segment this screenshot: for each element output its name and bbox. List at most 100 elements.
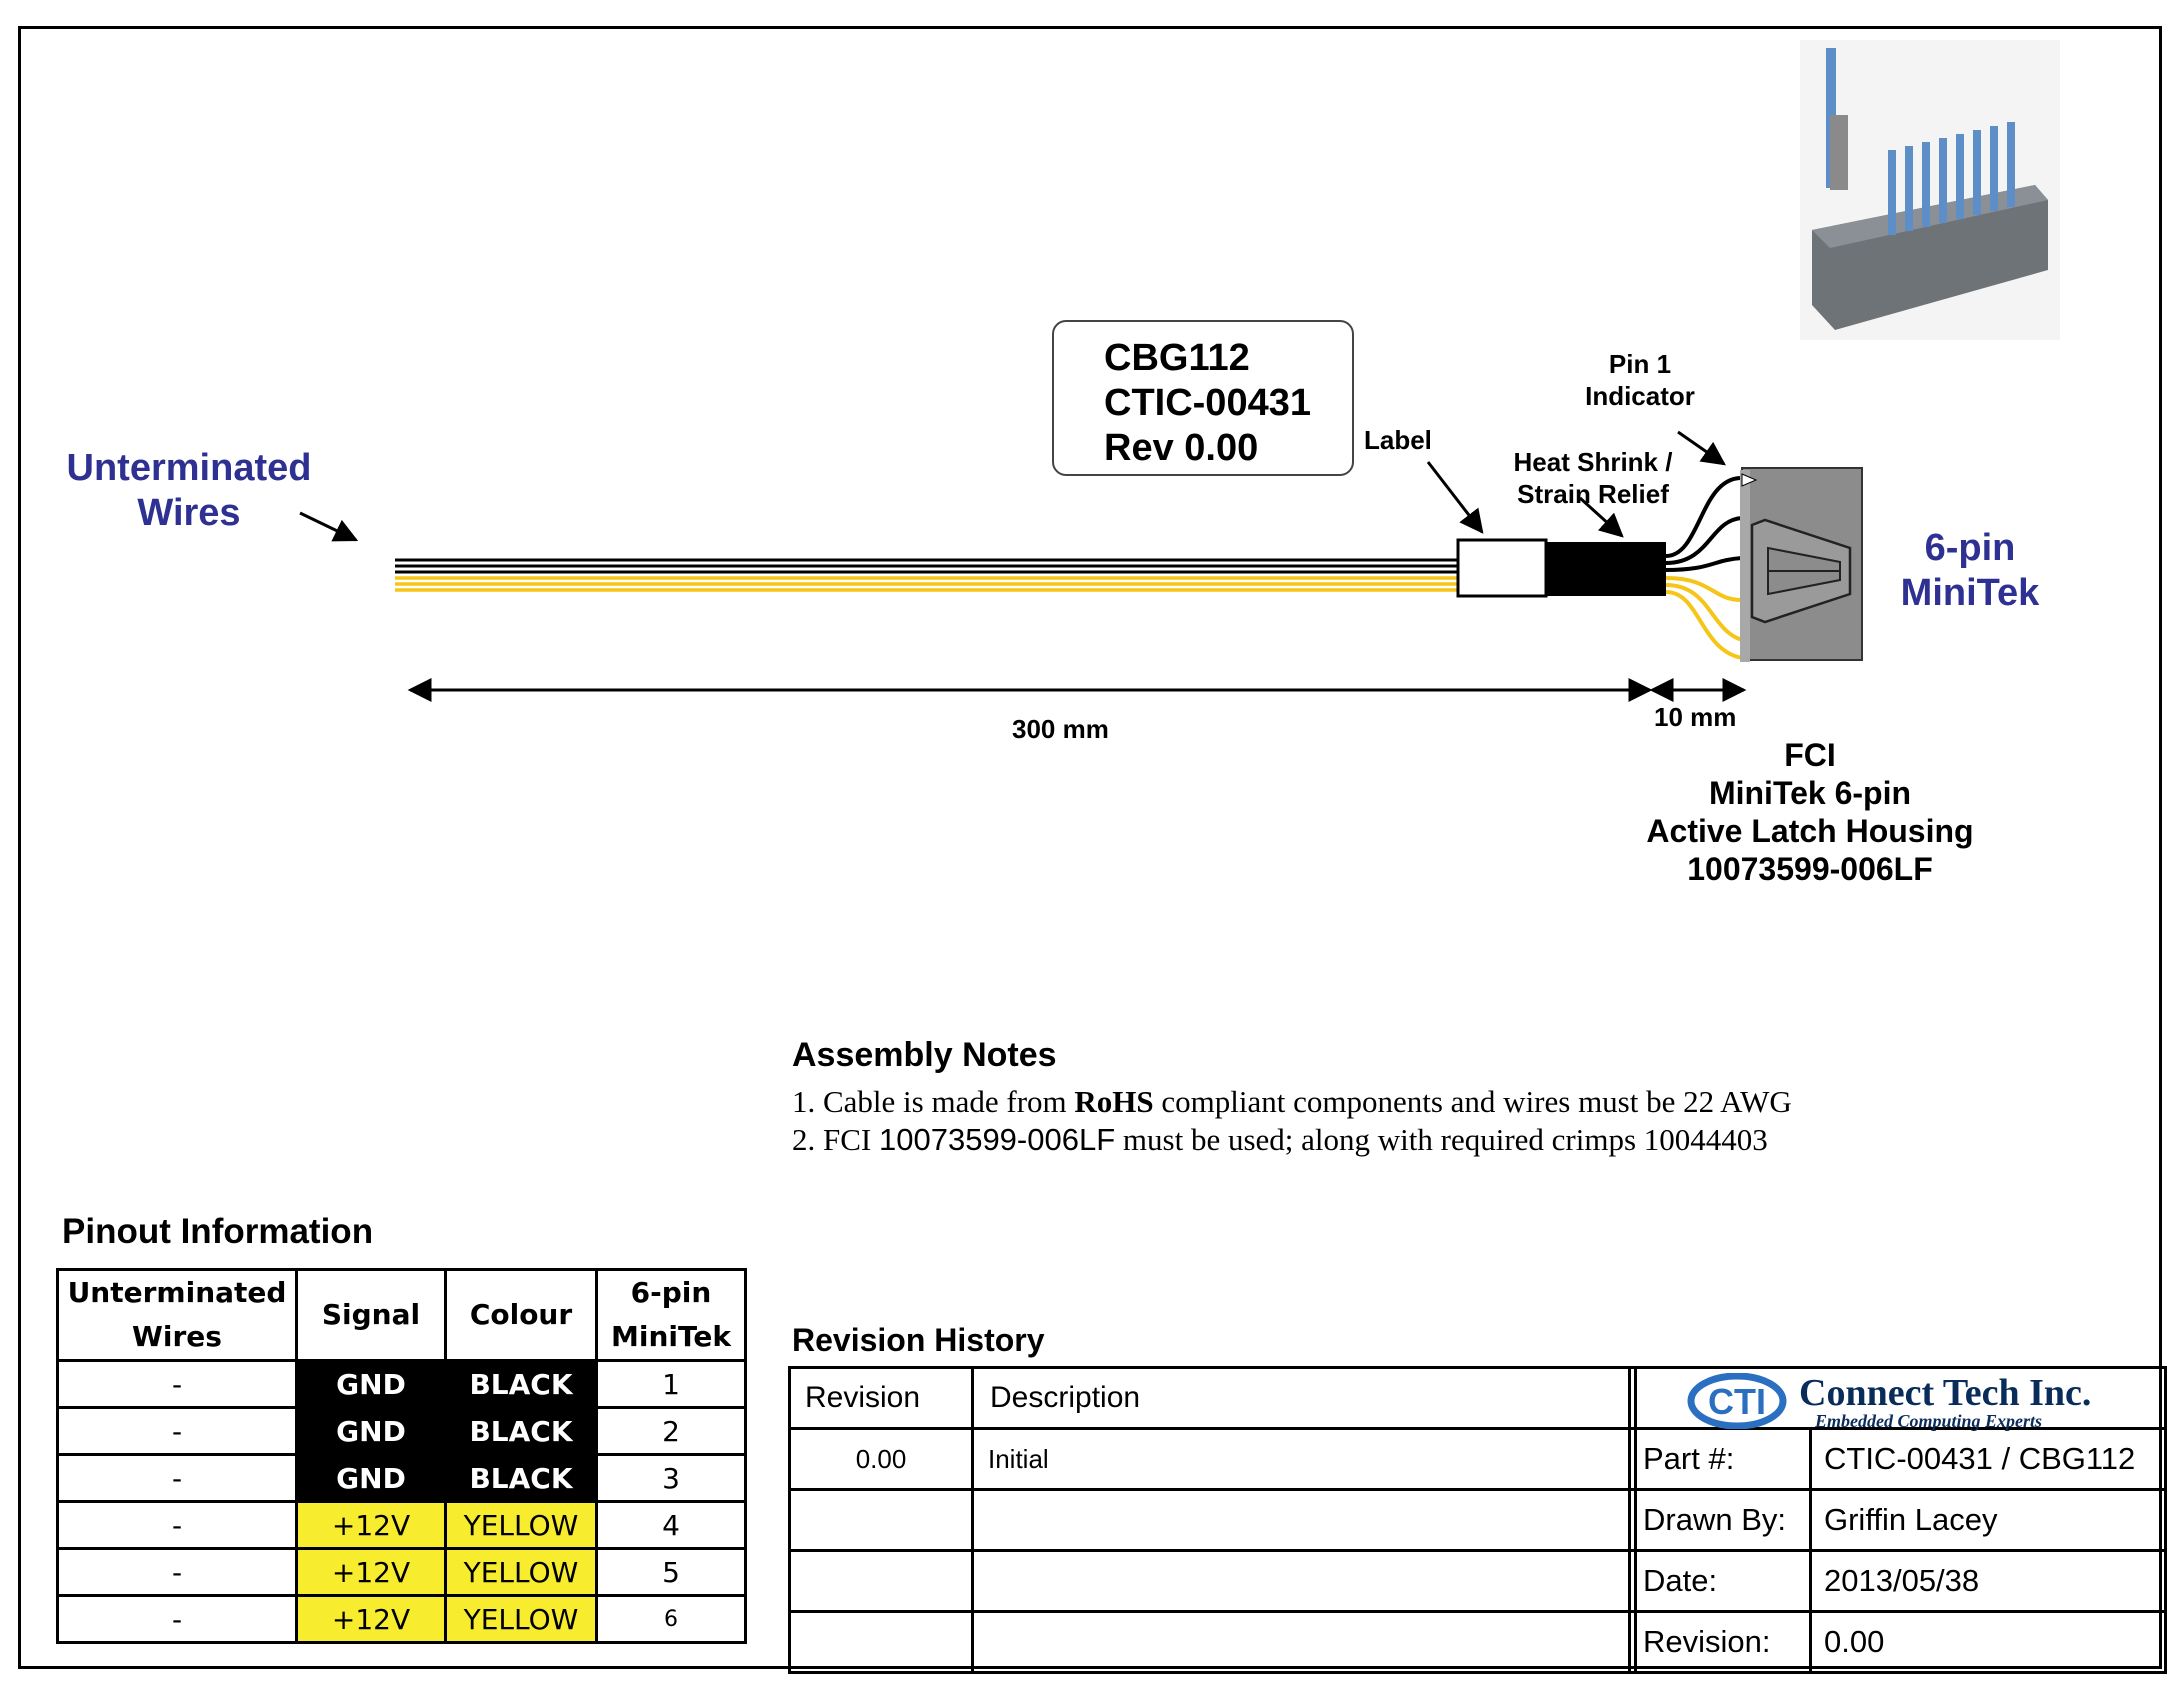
pin-colour: YELLOW [444,1500,598,1550]
heat-shrink-line1: Heat Shrink / [1513,447,1673,477]
company-name: Connect Tech Inc. [1799,1372,2092,1414]
pin-number: 4 [595,1500,747,1550]
wire-bundle [395,558,1460,592]
revision-header-revision: Revision [788,1366,974,1430]
assembly-notes-title: Assembly Notes [792,1036,1057,1074]
pin-wire: - [56,1406,298,1456]
revision-header-description: Description [971,1366,1637,1430]
pin-number: 3 [595,1453,747,1503]
pin-colour: BLACK [444,1453,598,1503]
pin1-line1: Pin 1 [1608,349,1672,379]
unterminated-wires-line1: Unterminated [66,447,312,489]
cti-logo-icon: CTI [1687,1373,1787,1429]
pin-wire: - [56,1359,298,1409]
minitek-connector [1740,467,1863,662]
pin-colour: YELLOW [444,1547,598,1597]
revision-cell: 0.00 [788,1427,974,1491]
part-number-label: Part #: [1628,1427,1812,1491]
description-cell [971,1488,1637,1552]
pin-colour: BLACK [444,1359,598,1409]
label-sleeve [1456,538,1548,598]
pin-number: 2 [595,1406,747,1456]
note2-suffix: must be used; along with required crimps… [1115,1122,1768,1157]
six-pin-line2: MiniTek [1900,572,2040,614]
heat-shrink-line2: Strain Relief [1517,479,1669,509]
part-number-value: CTIC-00431 / CBG112 [1809,1427,2167,1491]
description-cell [971,1610,1637,1674]
housing-line1: FCI [1784,737,1836,773]
cable-label-box: CBG112 CTIC-00431 Rev 0.00 [1052,320,1354,476]
callout-label: Label [1364,425,1432,455]
pin-signal: GND [295,1406,447,1456]
six-pin-minitek-label: 6-pin MiniTek [1880,526,2060,616]
wire-fanout [1665,476,1743,660]
note1-rohs: RoHS [1074,1084,1154,1119]
pin-wire: - [56,1453,298,1503]
note2-prefix: 2. FCI [792,1122,879,1157]
housing-line3: Active Latch Housing [1646,813,1974,849]
pin-signal: +12V [295,1500,447,1550]
cti-logo-text: CTI [1708,1381,1766,1422]
pinout-header-colour: Colour [444,1268,598,1362]
housing-line4: 10073599-006LF [1687,851,1933,887]
revision-cell [788,1610,974,1674]
company-logo-cell: CTI Connect Tech Inc. Embedded Computing… [1628,1366,2167,1431]
pin1-line2: Indicator [1585,381,1695,411]
assembly-note-1: 1. Cable is made from RoHS compliant com… [792,1084,1792,1120]
pin-colour: YELLOW [444,1594,598,1644]
pin-wire: - [56,1594,298,1644]
revision-cell [788,1488,974,1552]
pinout-title: Pinout Information [62,1212,374,1251]
note1-prefix: 1. Cable is made from [792,1084,1075,1119]
pin-signal: +12V [295,1594,447,1644]
note2-part: 10073599-006LF [879,1122,1116,1157]
unterminated-wires-label: Unterminated Wires [64,446,314,536]
header-pin-line2: MiniTek [611,1320,731,1353]
description-cell [971,1549,1637,1613]
pin-wire: - [56,1500,298,1550]
date-label: Date: [1628,1549,1812,1613]
pin-signal: GND [295,1359,447,1409]
header-pin-line1: 6-pin [630,1276,712,1309]
table-row [788,1610,1637,1674]
table-row [788,1549,1637,1613]
company-tagline: Embedded Computing Experts [1815,1411,2043,1431]
unterminated-wires-line2: Wires [137,492,241,534]
description-cell: Initial [971,1427,1637,1491]
callout-arrows [299,430,1726,542]
pin-wire: - [56,1547,298,1597]
date-value: 2013/05/38 [1809,1549,2167,1613]
pin-signal: +12V [295,1547,447,1597]
label-revision: Rev 0.00 [1104,427,1259,469]
pin-colour: BLACK [444,1406,598,1456]
drawn-by-label: Drawn By: [1628,1488,1812,1552]
housing-description: FCI MiniTek 6-pin Active Latch Housing 1… [1620,736,2000,888]
pin-number: 6 [595,1594,747,1644]
drawn-by-value: Griffin Lacey [1809,1488,2167,1552]
pin-signal: GND [295,1453,447,1503]
title-block-logo-row: CTI Connect Tech Inc. Embedded Computing… [1628,1366,2167,1431]
pin-number: 5 [595,1547,747,1597]
revision-header-row: Revision Description [788,1366,1637,1430]
revision-history-title: Revision History [792,1322,1045,1358]
heat-shrink [1546,542,1666,596]
pin-number: 1 [595,1359,747,1409]
dimension-10mm: 10 mm [1654,702,1737,732]
cable-drawing [299,40,2060,702]
revision-cell [788,1549,974,1613]
housing-line2: MiniTek 6-pin [1708,775,1912,811]
assembly-note-2: 2. FCI 10073599-006LF must be used; alon… [792,1122,1768,1158]
title-block: CTI Connect Tech Inc. Embedded Computing… [1628,1366,2167,1674]
connector-photo [1800,40,2060,340]
header-wires-line1: Unterminated [67,1276,287,1309]
